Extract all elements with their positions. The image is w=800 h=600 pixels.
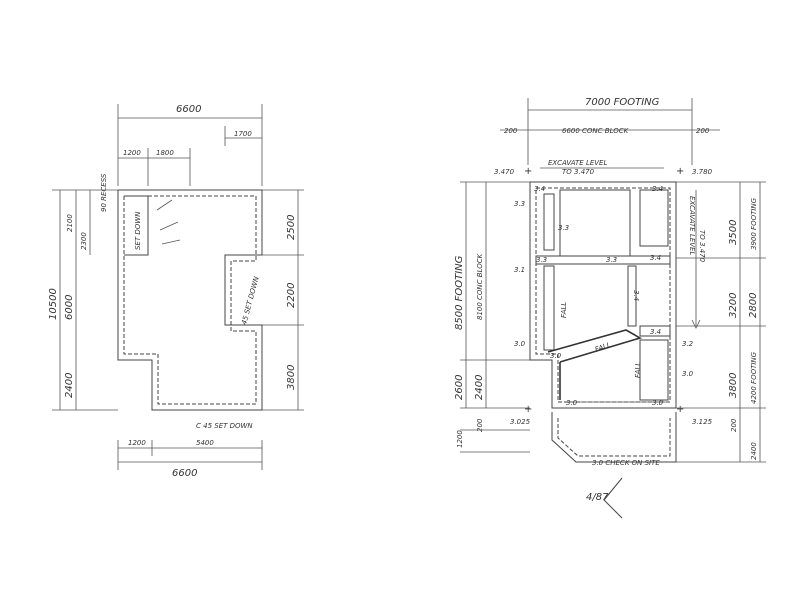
top-dim-1800: 1800 — [156, 149, 174, 157]
right-left-dim-8100: 8100 CONC BLOCK — [476, 252, 484, 320]
excavate-right-line2: TO 3.470 — [698, 230, 706, 263]
top-dim-1700: 1700 — [234, 130, 252, 138]
room-level-right-lower: 3.4 — [650, 328, 661, 336]
level-cross-tr: + — [676, 166, 684, 177]
left-dim-2400: 2400 — [64, 373, 75, 398]
left-dim-10500: 10500 — [48, 288, 59, 320]
right-inner-wall — [535, 187, 671, 403]
set-down-45-note: 45 SET DOWN — [240, 275, 261, 326]
left-floor-plan: 6600 1700 1200 1800 90 RECESS SET DOWN 4… — [48, 104, 304, 479]
wall-right-mid — [639, 325, 671, 337]
room-level-vertical: 3.4 — [632, 290, 640, 301]
level-3025: 3.025 — [510, 418, 531, 426]
level-3-2: 3.2 — [682, 340, 694, 348]
check-on-site-note: 3.0 CHECK ON SITE — [592, 459, 660, 467]
right-dim-2200: 2200 — [286, 283, 297, 308]
room-level-left-mid: 3.3 — [536, 256, 547, 264]
fall-arrows — [156, 199, 181, 245]
right-right-dim-3900: 3900 FOOTING — [750, 197, 758, 250]
diagonal-fall-wall — [547, 329, 643, 363]
room-level-right-mid: 3.4 — [650, 254, 661, 262]
right-left-dim-2400: 2400 — [474, 375, 485, 400]
level-cross-bl: + — [524, 404, 532, 415]
bottom-bay-inner — [557, 418, 671, 457]
right-right-dim-2800: 2800 — [748, 293, 759, 318]
right-left-dim-200: 200 — [476, 418, 484, 432]
level-3470: 3.470 — [494, 168, 515, 176]
room-level-bottom-center: 3.0 — [566, 399, 578, 407]
room-upper-right — [639, 189, 669, 247]
level-cross-br: + — [676, 404, 684, 415]
excavate-right-line1: EXCAVATE LEVEL — [688, 196, 696, 255]
right-left-dim-8500: 8500 FOOTING — [454, 255, 465, 330]
left-inner-wall — [123, 195, 257, 405]
right-right-dim-4200: 4200 FOOTING — [750, 351, 758, 404]
wall-left-upper — [543, 193, 555, 251]
level-3-1: 3.1 — [514, 266, 525, 274]
right-right-dim-200: 200 — [730, 418, 738, 432]
level-3-0-left: 3.0 — [514, 340, 526, 348]
room-level-bottom-right: 3.0 — [652, 399, 664, 407]
set-down-note: SET DOWN — [134, 211, 142, 250]
bottom-dim-5400: 5400 — [196, 439, 214, 447]
room-lower-right — [639, 339, 669, 401]
bottom-dim-1200: 1200 — [128, 439, 146, 447]
excavate-note-line1: EXCAVATE LEVEL — [548, 159, 607, 167]
level-3-3: 3.3 — [514, 200, 525, 208]
wall-left-lower — [543, 265, 555, 351]
right-dim-2500: 2500 — [286, 215, 297, 240]
room-upper-center — [559, 189, 631, 257]
fall-label-left: FALL — [560, 302, 568, 318]
top-dim-200-right: 200 — [696, 127, 710, 135]
fall-label-right: FALL — [634, 362, 642, 378]
right-right-dim-2400: 2400 — [750, 442, 758, 460]
right-right-dim-3800: 3800 — [728, 373, 739, 398]
top-dim-6600-conc: 6600 CONC BLOCK — [562, 127, 630, 135]
left-dim-2100: 2100 — [66, 214, 74, 232]
right-building-outline — [529, 181, 677, 409]
right-right-dim-3500: 3500 — [728, 220, 739, 245]
right-right-dim-3200: 3200 — [728, 293, 739, 318]
room-level-center-mid: 3.3 — [606, 256, 617, 264]
excavate-note-line2: TO 3.470 — [562, 168, 595, 176]
right-left-dim-1200: 1200 — [456, 430, 464, 448]
top-dim-6600: 6600 — [176, 104, 201, 115]
top-dim-7000-footing: 7000 FOOTING — [585, 97, 660, 108]
room-level-tr: 3.4 — [652, 185, 663, 193]
room-level-tl: 3.4 — [534, 185, 545, 193]
fall-label-diagonal: FALL — [594, 341, 612, 354]
right-floor-plan: 7000 FOOTING 200 6600 CONC BLOCK 200 EXC… — [454, 97, 766, 519]
level-3-0-right: 3.0 — [682, 370, 694, 378]
wall-horizontal-mid — [535, 255, 671, 265]
level-3780: 3.780 — [692, 168, 713, 176]
sheet-reference: 4/87 — [586, 492, 609, 503]
wall-center-vertical — [627, 265, 637, 327]
bottom-set-down-note: C 45 SET DOWN — [196, 422, 253, 430]
room-level-center: 3.3 — [558, 224, 569, 232]
bottom-bay-outline — [551, 412, 677, 463]
left-dim-6000: 6000 — [64, 295, 75, 320]
top-dim-200-left: 200 — [504, 127, 518, 135]
room-level-left-lower: 3.0 — [550, 352, 562, 360]
level-cross-tl: + — [524, 166, 532, 177]
recess-note: 90 RECESS — [100, 173, 108, 212]
level-3125: 3.125 — [692, 418, 713, 426]
north-arrow — [603, 477, 623, 519]
left-dim-2300: 2300 — [80, 232, 88, 250]
right-dim-3800: 3800 — [286, 365, 297, 390]
bottom-dim-6600: 6600 — [172, 468, 197, 479]
right-left-dim-2600: 2600 — [454, 375, 465, 400]
top-dim-1200: 1200 — [123, 149, 141, 157]
